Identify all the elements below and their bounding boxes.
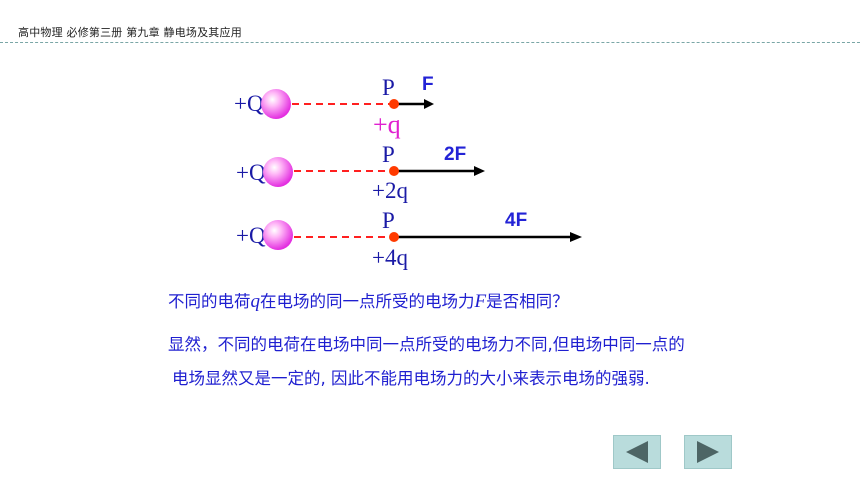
question-part: 不同的电荷 [168, 292, 251, 311]
point-p-label: P [382, 142, 395, 167]
prev-slide-button[interactable] [613, 435, 661, 469]
force-arrow-head [474, 166, 485, 176]
question-part: 是否相同？ [486, 292, 569, 311]
electric-force-diagram: +Q P +q F +Q P +2q 2F +Q P +4q 4F [234, 74, 582, 270]
force-label: F [422, 74, 434, 95]
point-p-label: P [382, 75, 395, 100]
next-slide-button[interactable] [684, 435, 732, 469]
force-row-3: +Q P +4q 4F [236, 208, 582, 270]
point-p-marker [389, 232, 399, 242]
answer-line-2: 电场显然又是一定的, 因此不能用电场力的大小来表示电场的强弱. [172, 369, 650, 388]
point-p-marker [389, 166, 399, 176]
test-charge-label: +4q [372, 245, 408, 270]
question-text: 不同的电荷q在电场的同一点所受的电场力F是否相同？ [168, 288, 569, 313]
source-charge-sphere [263, 157, 293, 187]
question-part: 在电场的同一点所受的电场力 [260, 292, 475, 311]
point-p-label: P [382, 208, 395, 233]
force-arrow-head [424, 99, 434, 109]
force-arrow-head [570, 232, 582, 242]
test-charge-label: +q [373, 110, 401, 139]
force-label: 4F [505, 210, 527, 231]
question-var-f: F [474, 291, 487, 312]
force-row-2: +Q P +2q 2F [236, 142, 485, 203]
header-divider [0, 42, 860, 43]
source-charge-label: +Q [234, 91, 264, 116]
force-row-1: +Q P +q F [234, 74, 434, 139]
question-var-q: q [250, 291, 261, 312]
triangle-right-icon [697, 441, 719, 463]
source-charge-label: +Q [236, 160, 266, 185]
test-charge-label: +2q [372, 178, 408, 203]
answer-line-1: 显然，不同的电荷在电场中同一点所受的电场力不同,但电场中同一点的 [168, 335, 685, 354]
source-charge-sphere [263, 220, 293, 250]
source-charge-label: +Q [236, 223, 266, 248]
triangle-left-icon [626, 441, 648, 463]
course-header: 高中物理 必修第三册 第九章 静电场及其应用 [18, 26, 242, 39]
point-p-marker [389, 99, 399, 109]
source-charge-sphere [261, 89, 291, 119]
force-label: 2F [444, 144, 466, 165]
